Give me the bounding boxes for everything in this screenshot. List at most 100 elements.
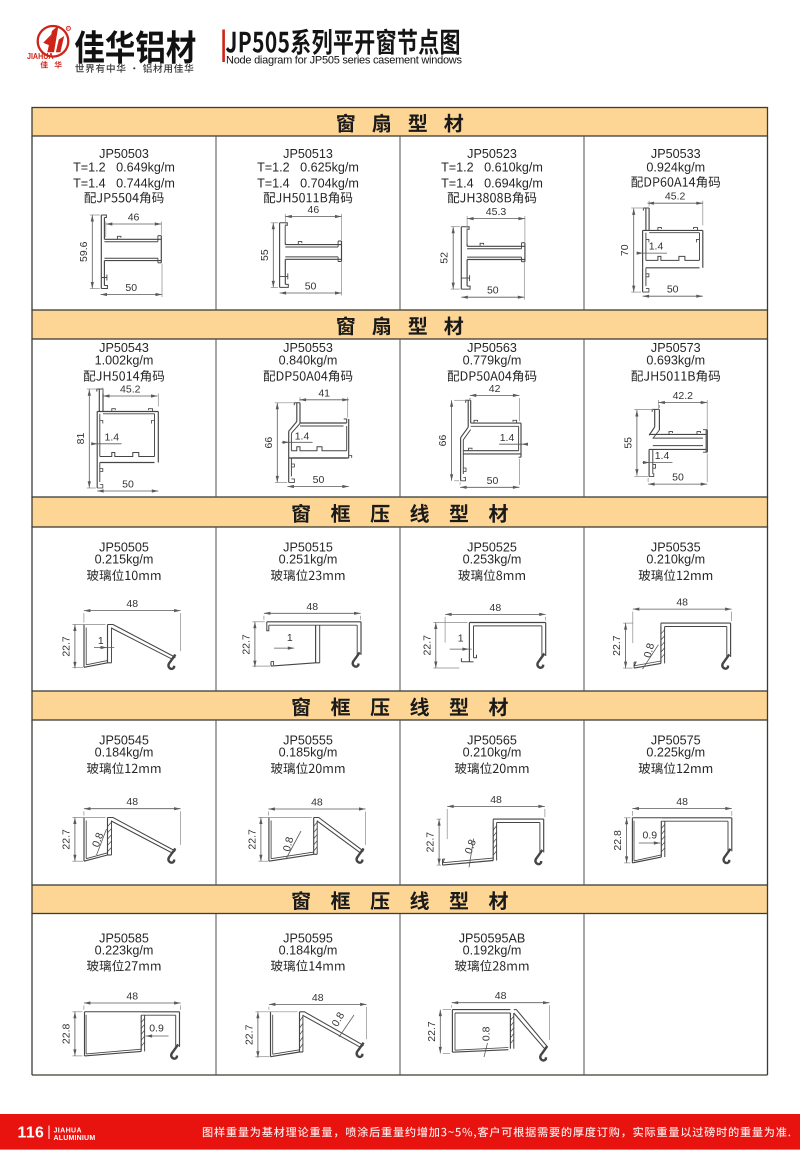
svg-text:JP50505: JP50505 bbox=[99, 540, 149, 554]
svg-text:JP50595AB: JP50595AB bbox=[459, 931, 526, 945]
svg-text:41: 41 bbox=[318, 387, 330, 399]
svg-text:22.8: 22.8 bbox=[612, 830, 624, 851]
svg-text:42.2: 42.2 bbox=[673, 390, 694, 402]
svg-text:46: 46 bbox=[308, 204, 320, 216]
svg-text:T=1.4 0.694kg/m: T=1.4 0.694kg/m bbox=[441, 176, 543, 190]
svg-text:48: 48 bbox=[126, 598, 138, 610]
svg-text:66: 66 bbox=[263, 437, 275, 449]
svg-text:1: 1 bbox=[458, 633, 464, 645]
svg-text:48: 48 bbox=[676, 597, 688, 609]
svg-text:JP50523: JP50523 bbox=[467, 147, 517, 161]
svg-text:JP50565: JP50565 bbox=[467, 733, 517, 747]
svg-text:0.185kg/m: 0.185kg/m bbox=[279, 746, 338, 760]
svg-text:22.7: 22.7 bbox=[243, 1024, 255, 1045]
svg-text:48: 48 bbox=[676, 796, 688, 808]
svg-text:JIAHUA: JIAHUA bbox=[54, 1127, 82, 1134]
svg-text:JP50525: JP50525 bbox=[467, 540, 517, 554]
svg-text:22.7: 22.7 bbox=[240, 634, 252, 655]
svg-text:0.210kg/m: 0.210kg/m bbox=[646, 553, 705, 567]
svg-text:48: 48 bbox=[312, 992, 324, 1004]
svg-text:0.210kg/m: 0.210kg/m bbox=[463, 746, 522, 760]
svg-text:50: 50 bbox=[487, 475, 499, 487]
svg-text:0.225kg/m: 0.225kg/m bbox=[646, 746, 705, 760]
svg-text:0.924kg/m: 0.924kg/m bbox=[646, 161, 705, 175]
svg-text:1.4: 1.4 bbox=[295, 431, 310, 443]
svg-text:JP50533: JP50533 bbox=[651, 147, 701, 161]
svg-text:48: 48 bbox=[490, 794, 502, 806]
svg-text:50: 50 bbox=[122, 479, 134, 491]
svg-text:JP50545: JP50545 bbox=[99, 733, 149, 747]
svg-text:0.8: 0.8 bbox=[463, 838, 479, 856]
svg-text:JP50595: JP50595 bbox=[283, 931, 333, 945]
svg-text:48: 48 bbox=[126, 796, 138, 808]
svg-text:0.9: 0.9 bbox=[642, 830, 657, 842]
svg-text:45.2: 45.2 bbox=[120, 384, 141, 396]
svg-text:0.215kg/m: 0.215kg/m bbox=[95, 553, 154, 567]
svg-text:45.3: 45.3 bbox=[486, 206, 507, 218]
svg-text:48: 48 bbox=[126, 991, 138, 1003]
svg-text:50: 50 bbox=[667, 284, 679, 296]
svg-text:T=1.2 0.625kg/m: T=1.2 0.625kg/m bbox=[257, 161, 359, 175]
svg-text:42: 42 bbox=[489, 383, 501, 395]
svg-text:48: 48 bbox=[495, 990, 507, 1002]
svg-text:48: 48 bbox=[490, 602, 502, 614]
svg-text:46: 46 bbox=[128, 212, 140, 224]
svg-text:116: 116 bbox=[18, 1125, 45, 1142]
svg-text:22.7: 22.7 bbox=[425, 832, 437, 853]
svg-text:JP50585: JP50585 bbox=[99, 931, 149, 945]
svg-text:0.184kg/m: 0.184kg/m bbox=[95, 746, 154, 760]
svg-text:66: 66 bbox=[437, 435, 449, 447]
svg-text:52: 52 bbox=[439, 252, 451, 264]
svg-text:1.002kg/m: 1.002kg/m bbox=[95, 354, 154, 368]
svg-text:JP50563: JP50563 bbox=[467, 341, 517, 355]
svg-text:1: 1 bbox=[98, 635, 104, 647]
svg-text:JP50503: JP50503 bbox=[99, 147, 149, 161]
svg-text:50: 50 bbox=[125, 282, 137, 294]
svg-text:JP50575: JP50575 bbox=[651, 733, 701, 747]
svg-text:59.6: 59.6 bbox=[78, 241, 90, 262]
svg-text:JP50543: JP50543 bbox=[99, 341, 149, 355]
svg-text:1.4: 1.4 bbox=[104, 431, 119, 443]
svg-text:0.184kg/m: 0.184kg/m bbox=[279, 944, 338, 958]
svg-text:1.4: 1.4 bbox=[500, 432, 515, 444]
svg-text:0.840kg/m: 0.840kg/m bbox=[279, 354, 338, 368]
svg-text:T=1.2 0.610kg/m: T=1.2 0.610kg/m bbox=[441, 161, 543, 175]
svg-text:50: 50 bbox=[305, 281, 317, 293]
svg-text:50: 50 bbox=[672, 472, 684, 484]
svg-text:22.7: 22.7 bbox=[611, 635, 623, 656]
svg-text:1.4: 1.4 bbox=[655, 450, 670, 462]
svg-text:R: R bbox=[67, 27, 70, 31]
svg-text:JIAHUA: JIAHUA bbox=[27, 51, 54, 61]
svg-text:JP50553: JP50553 bbox=[283, 341, 333, 355]
svg-text:1: 1 bbox=[287, 632, 293, 644]
svg-text:22.7: 22.7 bbox=[426, 1021, 438, 1042]
svg-text:0.192kg/m: 0.192kg/m bbox=[463, 944, 522, 958]
svg-text:48: 48 bbox=[311, 797, 323, 809]
svg-text:50: 50 bbox=[313, 474, 325, 486]
svg-text:ALUMINIUM: ALUMINIUM bbox=[54, 1135, 96, 1142]
svg-text:JP50513: JP50513 bbox=[283, 147, 333, 161]
svg-text:48: 48 bbox=[306, 601, 318, 613]
svg-text:50: 50 bbox=[487, 285, 499, 297]
svg-text:55: 55 bbox=[622, 437, 634, 449]
svg-text:0.251kg/m: 0.251kg/m bbox=[279, 553, 338, 567]
svg-text:0.8: 0.8 bbox=[481, 1026, 493, 1041]
svg-text:22.7: 22.7 bbox=[60, 829, 72, 850]
svg-text:0.779kg/m: 0.779kg/m bbox=[463, 354, 522, 368]
svg-text:70: 70 bbox=[619, 244, 631, 256]
svg-text:0.9: 0.9 bbox=[149, 1023, 164, 1035]
svg-text:81: 81 bbox=[75, 433, 87, 445]
svg-text:1.4: 1.4 bbox=[649, 241, 664, 253]
svg-text:22.7: 22.7 bbox=[246, 829, 258, 850]
svg-text:55: 55 bbox=[259, 249, 271, 261]
svg-text:Node diagram for JP505 series: Node diagram for JP505 series casement w… bbox=[226, 55, 463, 67]
svg-text:JP50555: JP50555 bbox=[283, 733, 333, 747]
svg-text:0.8: 0.8 bbox=[281, 835, 296, 852]
svg-text:0.223kg/m: 0.223kg/m bbox=[95, 944, 154, 958]
svg-text:22.7: 22.7 bbox=[421, 635, 433, 656]
svg-text:JP50515: JP50515 bbox=[283, 540, 333, 554]
svg-text:22.7: 22.7 bbox=[60, 636, 72, 657]
svg-text:0.8: 0.8 bbox=[90, 831, 106, 849]
svg-text:45.2: 45.2 bbox=[665, 191, 686, 203]
svg-text:22.8: 22.8 bbox=[60, 1023, 72, 1044]
